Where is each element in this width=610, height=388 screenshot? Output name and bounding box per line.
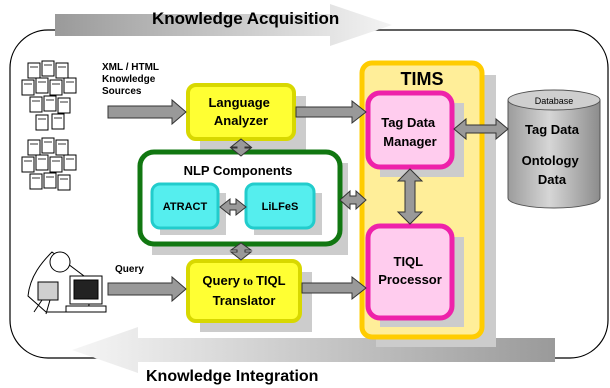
- arrow-sources-to-analyzer: [107, 98, 187, 126]
- language-analyzer-label: Language Analyzer: [208, 95, 273, 128]
- user-computer-icon: [27, 251, 107, 315]
- knowledge-acquisition-label: Knowledge Acquisition: [152, 9, 339, 28]
- arrow-atract-lilfes: [219, 197, 247, 217]
- translator-box: [186, 259, 302, 323]
- translator-label-line2: Translator: [213, 293, 276, 308]
- tag-data-manager-label: Tag Data Manager: [381, 115, 439, 149]
- sources-label: XML / HTML Knowledge Sources: [102, 62, 162, 97]
- ontology-data-label: Ontology Data: [522, 153, 583, 187]
- arrow-query-to-translator: [107, 275, 187, 303]
- translator-label-line1: Query to TIQL: [202, 273, 285, 288]
- language-analyzer-box: [186, 83, 296, 141]
- query-label: Query: [115, 264, 144, 275]
- nlp-components-title: NLP Components: [184, 163, 293, 178]
- database-caption: Database: [535, 96, 574, 106]
- document-lines: [24, 64, 74, 180]
- knowledge-integration-label: Knowledge Integration: [146, 368, 318, 385]
- arrow-manager-database: [453, 117, 509, 141]
- arrow-translator-to-processor: [301, 275, 367, 301]
- database-cylinder: [507, 89, 601, 209]
- tiql-processor-box: [365, 223, 455, 321]
- lilfes-box: [244, 182, 316, 230]
- tag-data-label: Tag Data: [525, 122, 580, 137]
- atract-box: [150, 182, 220, 230]
- arrow-nlp-tims: [339, 189, 367, 211]
- document-stack-icon: [21, 60, 77, 191]
- arrow-nlp-translator: [229, 242, 253, 261]
- lilfes-label: LiLFeS: [262, 201, 299, 213]
- tiql-processor-label: TIQL Processor: [378, 254, 442, 287]
- atract-label: ATRACT: [163, 201, 208, 213]
- tag-data-manager-box: [365, 90, 455, 170]
- knowledge-acquisition-arrow: Knowledge Acquisition: [55, 4, 392, 46]
- arrow-analyzer-nlp: [229, 138, 253, 157]
- tims-title: TIMS: [401, 69, 444, 89]
- arrow-analyzer-to-manager: [295, 99, 367, 125]
- arrow-manager-processor: [396, 168, 424, 225]
